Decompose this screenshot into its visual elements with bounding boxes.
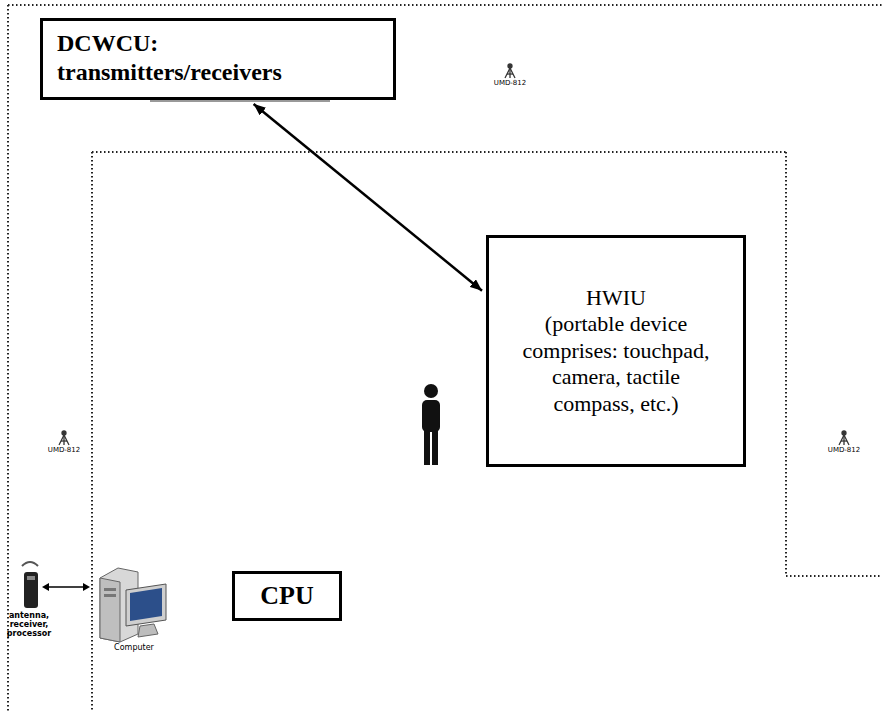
antenna-id: UMD-812 (40, 446, 88, 454)
computer-icon (100, 568, 166, 642)
person-icon (422, 384, 440, 465)
label-text: antenna, receiver, processor (7, 611, 51, 638)
cpu-box: CPU (232, 571, 342, 621)
building-outline (8, 5, 882, 712)
antenna-id: UMD-812 (820, 446, 868, 454)
label-text: UMD-812 (494, 79, 526, 87)
box-shadow (150, 100, 330, 102)
device-box: HWIU(portable device comprises: touchpad… (486, 235, 746, 467)
box-title: CPU (260, 580, 313, 611)
label-text: UMD-812 (828, 446, 860, 454)
label-text: UMD-812 (48, 446, 80, 454)
antenna-receiver-device (22, 562, 38, 608)
link-arrow (42, 583, 90, 591)
antenna-id: UMD-812 (486, 79, 534, 87)
unit-box: DCWCU: transmitters/receivers (40, 18, 396, 100)
label-text: Computer (114, 643, 154, 652)
icon-caption: Computer (104, 643, 164, 652)
double-arrow-connector (254, 104, 482, 291)
device-caption: antenna, receiver, processor (2, 611, 56, 639)
box-title: DCWCU: transmitters/receivers (57, 29, 379, 87)
box-body: (portable device comprises: touchpad, ca… (518, 311, 714, 417)
box-title: HWIU (586, 285, 646, 311)
